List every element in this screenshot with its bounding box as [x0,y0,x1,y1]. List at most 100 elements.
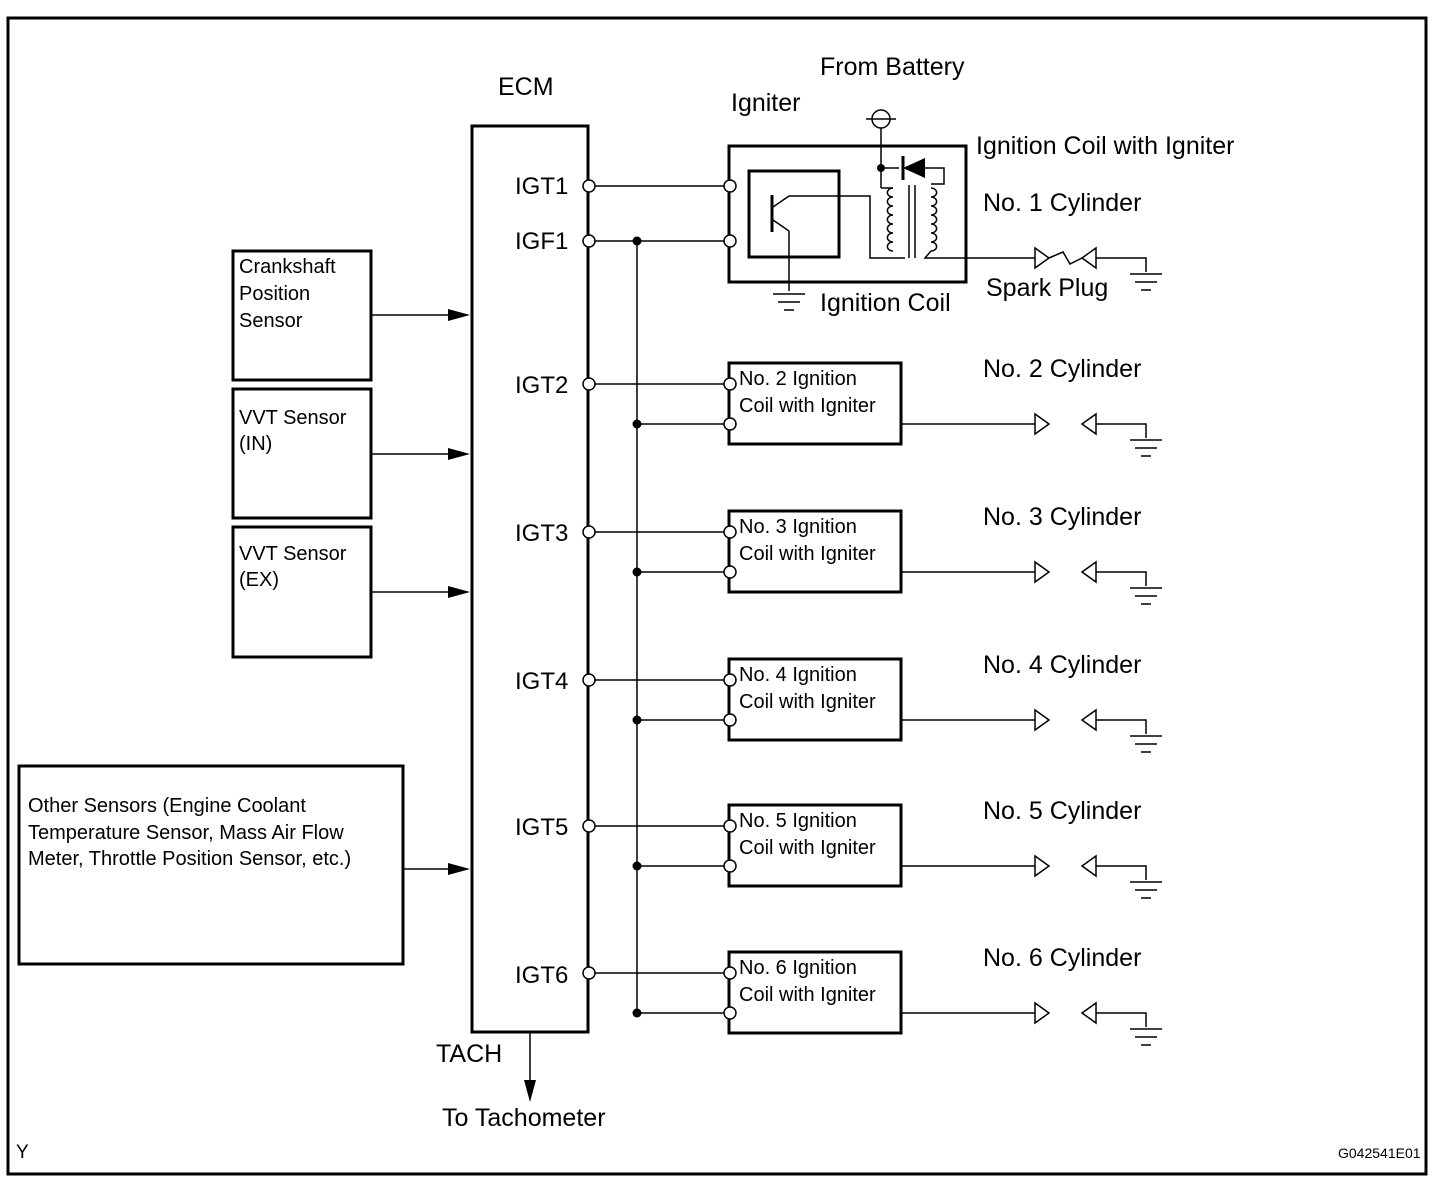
coil-5-terminal-igt [723,819,737,833]
other-sensors-label-3: Meter, Throttle Position Sensor, etc.) [28,848,351,870]
tach-label: TACH [436,1040,502,1068]
coil-3-label-1: No. 3 Ignition [739,516,857,538]
other-sensors-box [17,764,405,966]
coil-4-label-2: Coil with Igniter [739,691,876,713]
vvt-sensor-in: VVT Sensor (IN) [231,387,373,520]
other-sensors-label-2: Temperature Sensor, Mass Air Flow [28,822,344,844]
arrow-head [448,863,470,875]
ecm-terminal-igt2 [582,377,596,391]
coil-6-label-2: Coil with Igniter [739,984,876,1006]
pin-igf1: IGF1 [515,228,568,255]
spark-plug-electrode-icon [1034,412,1051,436]
spark-plug-electrode-icon [1080,246,1097,270]
igniter-label: Igniter [731,89,800,117]
tach-arrow-head [524,1080,536,1102]
coil-4-terminal-igf [723,713,737,727]
ground-wire [1096,1012,1147,1027]
primary-winding-icon [886,187,894,252]
arrow-head [448,448,470,460]
spark-plug-electrode-icon [1034,854,1051,878]
vvt-sensor-in-label-1: VVT Sensor [239,407,347,429]
coil-3-box [727,509,903,594]
coil-terminal-igt [723,179,737,193]
ecm-title: ECM [498,73,554,101]
coil-5-label-2: Coil with Igniter [739,837,876,859]
tach-output: TACH To Tachometer [436,1032,606,1132]
pin-igt2: IGT2 [515,372,568,399]
no-4-cylinder-label: No. 4 Cylinder [983,651,1141,679]
ecm-terminal-igt3 [582,525,596,539]
vvt-sensor-ex: VVT Sensor (EX) [231,525,373,659]
secondary-winding-icon [930,187,938,252]
other-sensors-label-1: Other Sensors (Engine Coolant [28,795,306,817]
spark-plug-electrode-icon [1034,560,1051,584]
ground-wire [1096,423,1147,438]
coil-6-label-1: No. 6 Ignition [739,957,857,979]
figure-code: G042541E01 [1338,1145,1421,1161]
spark-plug-electrode-icon [1034,246,1051,270]
spark-plug-electrode-icon [1080,412,1097,436]
no-2-cylinder-label: No. 2 Cylinder [983,355,1141,383]
sensor-signal-arrows [371,309,470,875]
ecm-terminal-igt4 [582,673,596,687]
coil-4-label-1: No. 4 Ignition [739,664,857,686]
no-3-cylinder-label: No. 3 Cylinder [983,503,1141,531]
bus-junction-dot [632,715,642,725]
coil-2-terminal-igt [723,377,737,391]
no-5-cylinder-label: No. 5 Cylinder [983,797,1141,825]
ecm-terminal-igt6 [582,966,596,980]
coil-6-box [727,950,903,1035]
crankshaft-sensor-label-3: Sensor [239,310,303,332]
ground-wire [1096,571,1147,586]
spark-icon [1048,251,1083,265]
crankshaft-sensor-label-1: Crankshaft [239,256,336,278]
coil-2-label-1: No. 2 Ignition [739,368,857,390]
no-1-cylinder-label: No. 1 Cylinder [983,189,1141,217]
cylinder-1-spark-plug [1034,246,1162,291]
bus-junction-dot [632,1008,642,1018]
outer-frame [6,16,1428,1176]
coil-2-terminal-igf [723,417,737,431]
coil-3-terminal-igf [723,565,737,579]
coil-6-terminal-igf [723,1006,737,1020]
ecm-terminal-igt5 [582,819,596,833]
corner-mark: Y [16,1142,29,1163]
crankshaft-sensor: Crankshaft Position Sensor [231,249,373,382]
vvt-sensor-ex-label-2: (EX) [239,569,279,591]
cylinder-1-coil-assembly [727,109,1035,311]
igniter-box [747,169,841,259]
coil-terminal-igf [723,234,737,248]
vvt-sensor-ex-label-1: VVT Sensor [239,543,347,565]
coil-5-label-1: No. 5 Ignition [739,810,857,832]
spark-plug-label: Spark Plug [986,274,1108,302]
ecm-terminal-igf1 [582,234,596,248]
from-battery-label: From Battery [820,53,965,81]
ecm: ECM IGT1 IGF1 IGT2 IGT3 IGT4 IGT5 IGT6 [470,73,590,1034]
vvt-sensor-in-label-2: (IN) [239,433,272,455]
ignition-coil-label: Ignition Coil [820,289,951,317]
coil-2-label-2: Coil with Igniter [739,395,876,417]
ground-wire [1096,865,1147,880]
coil-4-box [727,657,903,742]
arrow-head [448,309,470,321]
diode-icon [903,158,925,178]
bus-junction-dot [632,567,642,577]
coil-2-box [727,361,903,446]
ignition-coil-with-igniter-label: Ignition Coil with Igniter [976,132,1234,160]
pin-igt1: IGT1 [515,173,568,200]
crankshaft-sensor-label-2: Position [239,283,310,305]
no-6-cylinder-label: No. 6 Cylinder [983,944,1141,972]
coil-5-terminal-igf [723,859,737,873]
cylinder-1-wiring [582,179,737,248]
pin-igt4: IGT4 [515,668,568,695]
ignition-coil-with-igniter-box [727,144,968,284]
ecm-terminal-igt1 [582,179,596,193]
coil-3-label-2: Coil with Igniter [739,543,876,565]
to-tachometer-label: To Tachometer [442,1104,606,1132]
bus-junction-dot [632,419,642,429]
spark-plug-electrode-icon [1080,708,1097,732]
coil-6-terminal-igt [723,966,737,980]
spark-plug-electrode-icon [1080,1001,1097,1025]
